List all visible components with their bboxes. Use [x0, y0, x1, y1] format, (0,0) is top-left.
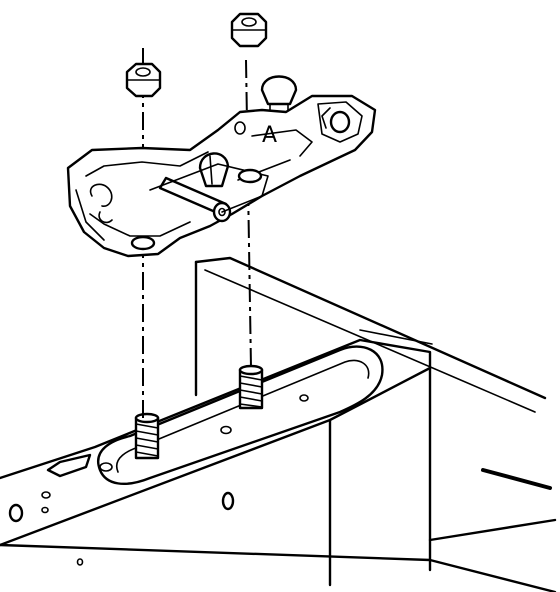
hex-nut-right	[230, 12, 268, 48]
frame-slot-tab	[46, 453, 92, 478]
bracket-assembly	[66, 94, 377, 258]
centerline-right	[245, 59, 252, 369]
frame-hole	[41, 491, 51, 499]
bracket-pivot-hole	[329, 110, 351, 134]
bracket-mount-hole-right	[237, 168, 263, 184]
frame-hole	[8, 503, 24, 523]
frame-hole	[76, 558, 84, 566]
bracket-mount-hole-left	[130, 235, 156, 251]
hex-nut-left	[125, 62, 162, 98]
mounting-stud-right	[238, 364, 264, 410]
plate-hole	[99, 462, 113, 472]
bracket-hole	[234, 121, 246, 135]
frame-rail	[0, 256, 557, 592]
frame-holes	[8, 453, 235, 566]
mounting-stud-left	[134, 412, 160, 460]
callout-label-a: A	[262, 123, 277, 148]
frame-hole	[221, 491, 235, 511]
plate-hole	[220, 425, 232, 435]
plate-hole	[299, 394, 309, 402]
frame-hole	[41, 506, 49, 514]
bracket-knob	[198, 152, 230, 188]
